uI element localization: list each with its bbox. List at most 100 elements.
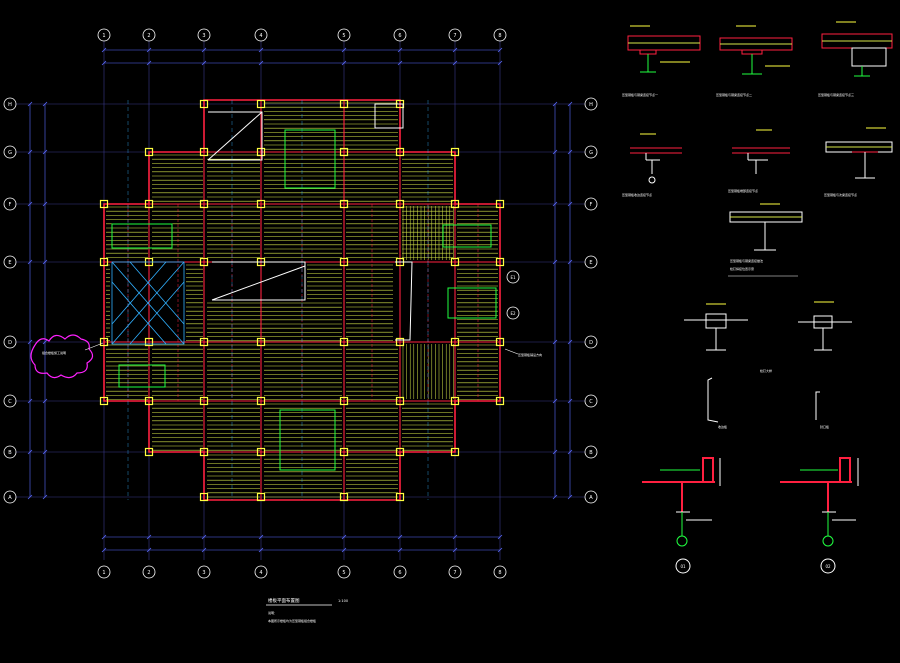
column bbox=[99, 257, 109, 267]
axis-label-row: A bbox=[8, 495, 12, 501]
note-heading: 说明： bbox=[268, 610, 277, 615]
connection-details: 压型钢板与钢梁连接节点一 压型钢板与钢梁连接节点二 压型钢板与钢梁连接节点三 bbox=[622, 21, 893, 574]
detail-1-caption: 压型钢板与钢梁连接节点一 bbox=[622, 92, 658, 97]
axis-label-row: C bbox=[8, 399, 12, 405]
axis-bubble-row bbox=[584, 255, 598, 269]
axis-label-col: 8 bbox=[498, 570, 501, 576]
column bbox=[339, 257, 349, 267]
column bbox=[495, 199, 505, 209]
column bbox=[99, 337, 109, 347]
green-annotation-boxes bbox=[111, 129, 497, 471]
axis-bubble-row bbox=[3, 394, 17, 408]
detail-7-caption-b: 栓钉焊接位置示意 bbox=[730, 266, 754, 271]
column bbox=[256, 396, 266, 406]
section-02: 02 bbox=[780, 457, 859, 574]
detail-6-caption: 压型钢板与次梁连接节点 bbox=[824, 192, 857, 197]
plan-title: 楼板平面布置图 bbox=[268, 597, 300, 604]
axis-label-col: 2 bbox=[147, 33, 150, 39]
detail-2-caption: 压型钢板与钢梁连接节点二 bbox=[716, 92, 752, 97]
section-01-label: 01 bbox=[680, 564, 686, 569]
column bbox=[256, 492, 266, 502]
column bbox=[450, 337, 460, 347]
column bbox=[339, 337, 349, 347]
axis-label-row: H bbox=[589, 102, 593, 108]
column bbox=[144, 199, 154, 209]
axis-label-row: E bbox=[8, 260, 11, 266]
axis-bubble-col bbox=[197, 28, 211, 42]
detail-4-caption: 压型钢板收边连接节点 bbox=[622, 192, 652, 197]
column bbox=[495, 257, 505, 267]
detail-7: 压型钢板与钢梁连接做法 栓钉焊接位置示意 bbox=[728, 203, 803, 277]
axis-label-row: G bbox=[589, 150, 593, 156]
side-note: 压型钢板铺设方向 bbox=[518, 352, 542, 357]
section-01: 01 bbox=[642, 457, 721, 574]
revision-cloud bbox=[30, 334, 94, 379]
axis-label-col: 4 bbox=[259, 570, 262, 576]
column bbox=[199, 337, 209, 347]
axis-label-row: G bbox=[8, 150, 12, 156]
detail-2: 压型钢板与钢梁连接节点二 bbox=[716, 25, 793, 97]
detail-8-caption: 栓钉大样 bbox=[760, 368, 772, 373]
axis-bubble-row bbox=[3, 145, 17, 159]
axis-bubble-row bbox=[584, 394, 598, 408]
column bbox=[256, 99, 266, 109]
axis-bubble-col bbox=[254, 28, 268, 42]
detail-1: 压型钢板与钢梁连接节点一 bbox=[622, 25, 701, 97]
column bbox=[99, 396, 109, 406]
axis-bubble-col bbox=[254, 565, 268, 579]
column bbox=[144, 147, 154, 157]
detail-callout-e1: E1 bbox=[510, 275, 516, 280]
detail-7-caption-a: 压型钢板与钢梁连接做法 bbox=[730, 258, 763, 263]
column bbox=[450, 147, 460, 157]
detail-4: 压型钢板收边连接节点 bbox=[622, 133, 682, 197]
axis-bubble-col bbox=[197, 565, 211, 579]
column bbox=[199, 396, 209, 406]
column bbox=[339, 447, 349, 457]
column bbox=[495, 337, 505, 347]
detail-3-caption: 压型钢板与钢梁连接节点三 bbox=[818, 92, 854, 97]
axis-bubble-row bbox=[3, 445, 17, 459]
column bbox=[395, 337, 405, 347]
detail-5: 压型钢板端部连接节点 bbox=[728, 129, 790, 193]
axis-label-row: D bbox=[589, 340, 593, 346]
column bbox=[199, 492, 209, 502]
column bbox=[395, 147, 405, 157]
column bbox=[450, 447, 460, 457]
axis-label-col: 6 bbox=[398, 33, 401, 39]
note-text: 本图所示楼板均为压型钢板组合楼板 bbox=[268, 618, 316, 623]
axis-bubble-row bbox=[3, 335, 17, 349]
axis-label-row: A bbox=[589, 495, 593, 501]
plan-scale: 1:100 bbox=[338, 599, 348, 603]
axis-label-col: 6 bbox=[398, 570, 401, 576]
detail-6: 压型钢板与次梁连接节点 bbox=[824, 127, 893, 197]
column bbox=[450, 396, 460, 406]
axis-label-row: F bbox=[590, 202, 593, 208]
column bbox=[199, 257, 209, 267]
column bbox=[395, 447, 405, 457]
column bbox=[339, 492, 349, 502]
column bbox=[199, 447, 209, 457]
axis-label-col: 5 bbox=[342, 570, 345, 576]
axis-bubble-col bbox=[97, 565, 111, 579]
column bbox=[199, 99, 209, 109]
axis-label-col: 3 bbox=[202, 33, 205, 39]
axis-bubble-row bbox=[3, 255, 17, 269]
axis-bubble-col bbox=[393, 565, 407, 579]
column bbox=[144, 396, 154, 406]
axis-label-row: H bbox=[8, 102, 12, 108]
axis-label-col: 3 bbox=[202, 570, 205, 576]
axis-label-row: C bbox=[589, 399, 593, 405]
column bbox=[199, 147, 209, 157]
axis-bubble-row bbox=[584, 445, 598, 459]
axis-bubble-row bbox=[584, 145, 598, 159]
deck-rib-hatching bbox=[106, 102, 498, 498]
axis-bubble-row bbox=[3, 197, 17, 211]
detail-9-caption-a: 收边板 bbox=[718, 424, 727, 429]
column bbox=[395, 199, 405, 209]
axis-label-row: B bbox=[8, 450, 12, 456]
column bbox=[339, 147, 349, 157]
